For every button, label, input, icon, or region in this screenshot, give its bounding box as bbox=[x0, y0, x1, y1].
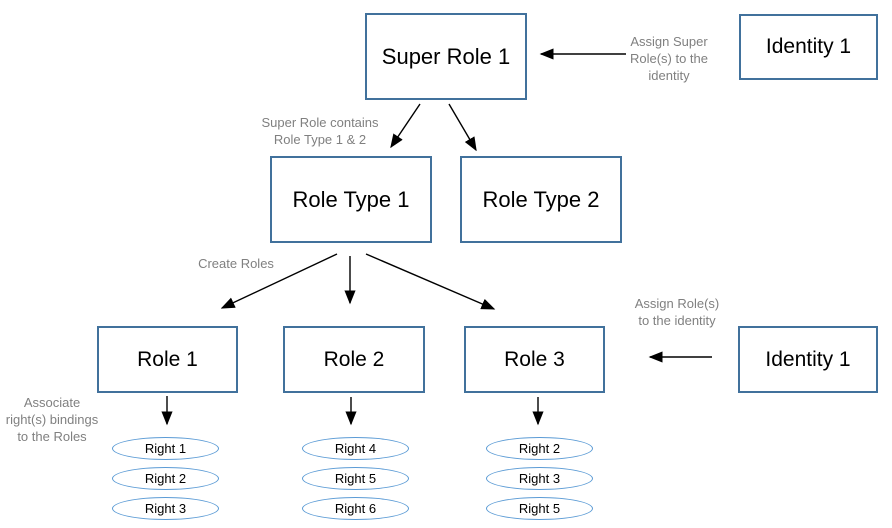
node-label: Identity 1 bbox=[765, 347, 851, 371]
arrow-role-type-1-to-role-3 bbox=[365, 253, 496, 310]
node-role-2: Role 2 bbox=[283, 326, 425, 393]
annotation-associate-rights: Associate right(s) bindings to the Roles bbox=[5, 395, 99, 444]
annotation-assign-roles: Assign Role(s) to the identity bbox=[634, 296, 720, 328]
node-label: Identity 1 bbox=[765, 35, 852, 58]
node-label: Role 2 bbox=[323, 347, 385, 371]
annotation-super-role-contains: Super Role contains Role Type 1 & 2 bbox=[261, 115, 379, 147]
node-super-role-1: Super Role 1 bbox=[365, 13, 527, 100]
node-label: Super Role 1 bbox=[381, 43, 511, 69]
node-role-3: Role 3 bbox=[464, 326, 605, 393]
right-ellipse: Right 4 bbox=[302, 437, 409, 460]
node-identity-1-bottom: Identity 1 bbox=[738, 326, 878, 393]
node-label: Role 3 bbox=[504, 347, 565, 371]
annotation-assign-super-role: Assign Super Role(s) to the identity bbox=[629, 34, 709, 83]
node-label: Role Type 2 bbox=[482, 186, 600, 212]
right-ellipse: Right 6 bbox=[302, 497, 409, 520]
right-ellipse: Right 5 bbox=[486, 497, 593, 520]
arrow-super-role-to-role-type-2 bbox=[448, 103, 477, 152]
annotation-create-roles: Create Roles bbox=[198, 256, 274, 271]
node-role-type-1: Role Type 1 bbox=[270, 156, 432, 243]
node-identity-1-top: Identity 1 bbox=[739, 14, 878, 80]
node-role-type-2: Role Type 2 bbox=[460, 156, 622, 243]
right-ellipse: Right 2 bbox=[112, 467, 219, 490]
right-ellipse: Right 2 bbox=[486, 437, 593, 460]
node-label: Role 1 bbox=[137, 347, 198, 371]
arrow-super-role-to-role-type-1 bbox=[390, 103, 421, 149]
right-ellipse: Right 5 bbox=[302, 467, 409, 490]
right-ellipse: Right 1 bbox=[112, 437, 219, 460]
right-ellipse: Right 3 bbox=[486, 467, 593, 490]
right-ellipse: Right 3 bbox=[112, 497, 219, 520]
arrow-role-type-1-to-role-1 bbox=[220, 253, 338, 309]
node-role-1: Role 1 bbox=[97, 326, 238, 393]
node-label: Role Type 1 bbox=[292, 186, 410, 212]
